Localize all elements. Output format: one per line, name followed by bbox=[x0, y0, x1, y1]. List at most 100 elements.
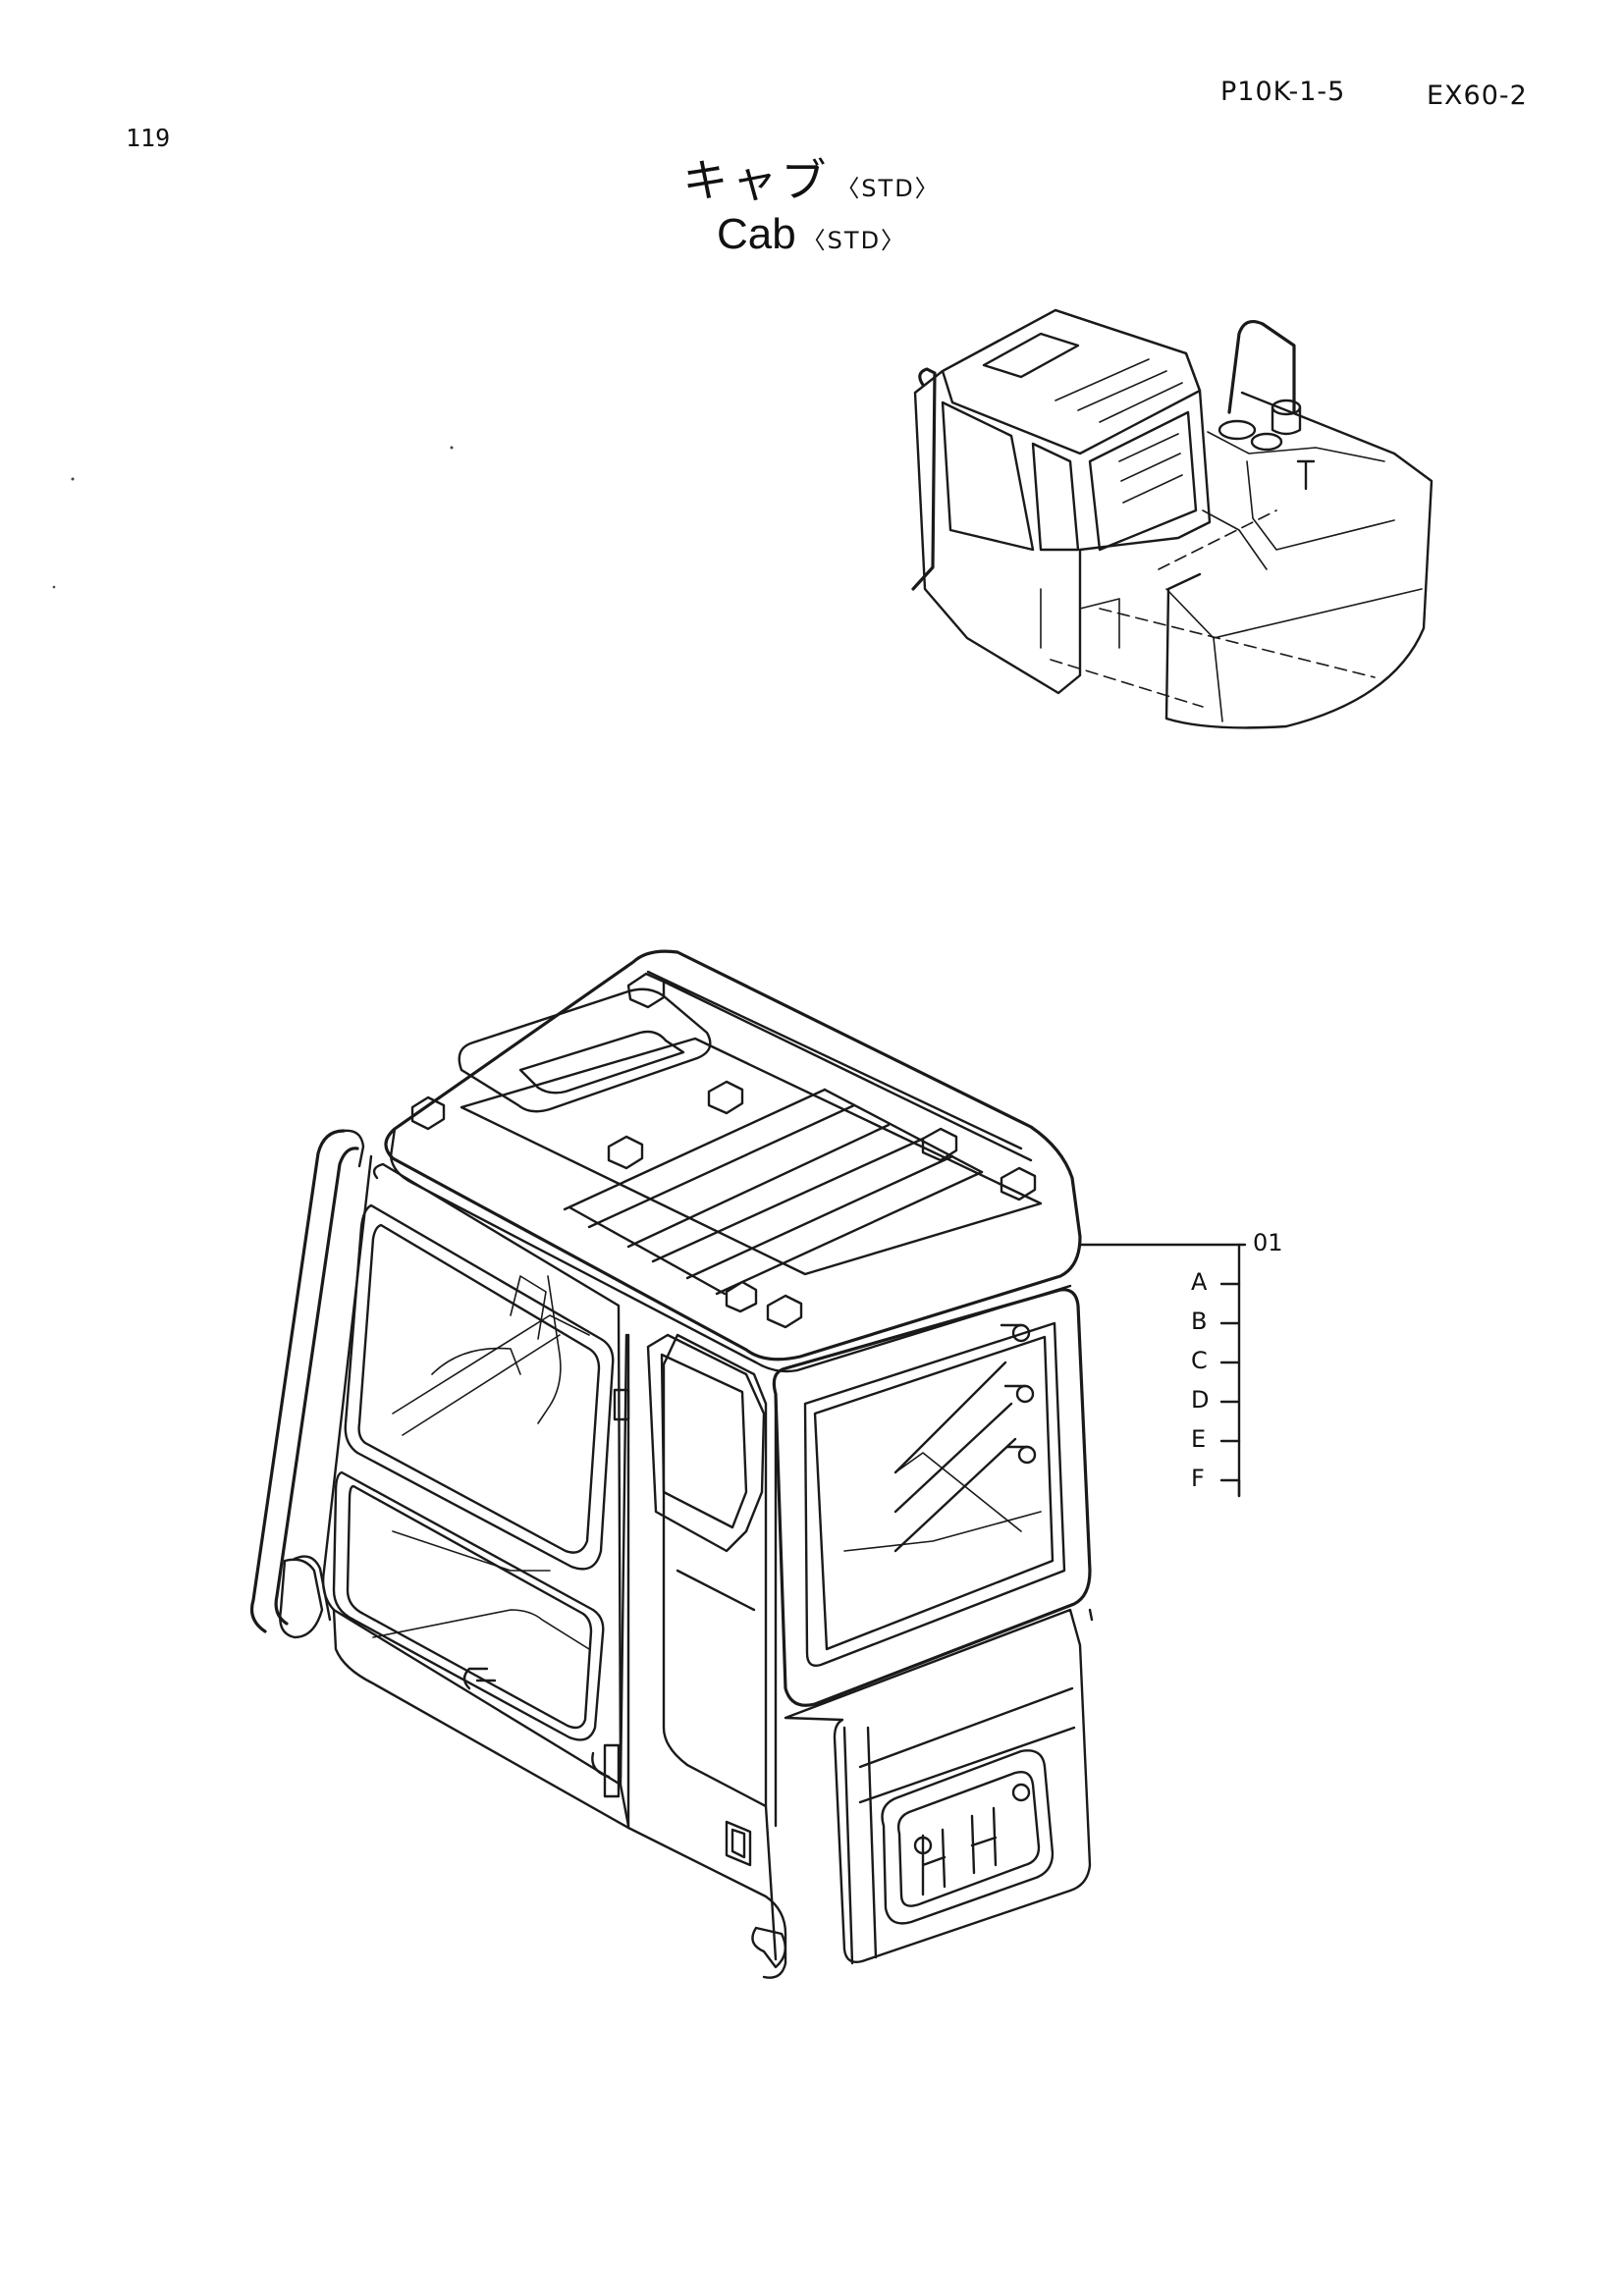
grille-bolt bbox=[913, 1836, 933, 1855]
deck-plate-edge bbox=[1246, 460, 1395, 551]
counterweight-edge bbox=[1213, 637, 1223, 722]
roof-clip bbox=[1000, 1166, 1037, 1201]
interior-floor-edge bbox=[392, 1530, 551, 1572]
handrail-bottom-bracket bbox=[279, 1558, 324, 1639]
callout-tick-f bbox=[1219, 1478, 1241, 1498]
front-windshield-glass bbox=[813, 1335, 1055, 1651]
interior-steering bbox=[431, 1347, 521, 1375]
door-lower-window-outer bbox=[332, 1470, 605, 1741]
roof-rib-ends bbox=[568, 1088, 984, 1296]
callout-label-c: C bbox=[1191, 1347, 1208, 1374]
door-frame-outer bbox=[372, 1162, 622, 1779]
front-lower-pillar bbox=[842, 1726, 878, 1965]
grille-bolt bbox=[1011, 1783, 1031, 1802]
callout-label-b: B bbox=[1191, 1308, 1208, 1335]
door-hinge bbox=[603, 1743, 621, 1798]
interior-console bbox=[894, 1452, 1022, 1532]
door-latch bbox=[293, 1555, 332, 1622]
overview-cap bbox=[1271, 405, 1302, 436]
overview-side-window bbox=[1031, 442, 1080, 552]
title-en-text: Cab bbox=[716, 210, 796, 258]
overview-roof-ribs bbox=[1055, 358, 1183, 423]
roof-clip bbox=[766, 1294, 803, 1329]
door-lower-window-inner bbox=[346, 1484, 593, 1730]
front-frame-edge bbox=[1088, 1608, 1094, 1622]
cab-side-nameplate-inner bbox=[730, 1828, 746, 1859]
roof-side-rail bbox=[646, 970, 1033, 1162]
title-en-variant: 〈STD〉 bbox=[801, 227, 907, 254]
front-grille-pattern bbox=[921, 1806, 998, 1896]
front-lower-panel bbox=[784, 1608, 1092, 1963]
overview-door-window bbox=[941, 400, 1035, 552]
window-latch bbox=[1017, 1445, 1037, 1465]
cab-left-side-base bbox=[332, 1608, 630, 1830]
interior-lever bbox=[510, 1275, 547, 1340]
roof-clip bbox=[410, 1095, 446, 1131]
figure-code: P10K-1-5 bbox=[1220, 77, 1346, 107]
cab-corner-mount bbox=[751, 1926, 787, 1969]
roof-clip bbox=[607, 1135, 644, 1170]
front-lower-grooves bbox=[858, 1686, 1076, 1804]
front-grille-inner bbox=[896, 1771, 1041, 1907]
title-ja-variant: 〈STD〉 bbox=[836, 175, 941, 202]
title-ja-text: キャブ bbox=[682, 154, 831, 207]
cab-left-side-bottom bbox=[619, 1783, 630, 1828]
door-handle bbox=[462, 1667, 497, 1690]
counterweight-edge bbox=[1165, 588, 1423, 639]
deck-plate-edge bbox=[1202, 509, 1268, 570]
overview-lever bbox=[1296, 459, 1316, 491]
overview-window-rails bbox=[1118, 433, 1183, 504]
handrail-top-bracket bbox=[342, 1129, 365, 1168]
counterweight-outline bbox=[1164, 391, 1434, 729]
front-grille-outer bbox=[881, 1749, 1055, 1925]
roof-clip bbox=[626, 972, 666, 1009]
roof-ribs bbox=[563, 1088, 984, 1296]
scan-speck bbox=[450, 446, 454, 450]
roof-hatch-glass bbox=[518, 1030, 685, 1095]
door-upper-window-outer bbox=[344, 1203, 615, 1571]
title-japanese: キャブ〈STD〉 bbox=[0, 145, 1623, 210]
callout-label-d: D bbox=[1191, 1386, 1210, 1414]
scan-speck bbox=[71, 477, 75, 481]
overview-cab-panel bbox=[1040, 588, 1120, 649]
callout-label-a: A bbox=[1191, 1268, 1208, 1296]
scan-speck bbox=[52, 585, 56, 589]
overview-front-window bbox=[1088, 410, 1198, 552]
interior-lever bbox=[537, 1275, 562, 1424]
cab-assembly-drawing bbox=[249, 949, 1247, 1979]
interior-frame bbox=[392, 1314, 590, 1436]
overview-cab-handrail bbox=[911, 367, 937, 591]
overview-cab-body bbox=[913, 308, 1212, 695]
page-number: 119 bbox=[126, 124, 171, 152]
overview-cab-roof bbox=[941, 308, 1202, 455]
interior-floor-edge bbox=[843, 1511, 1042, 1552]
front-windshield-frame bbox=[803, 1321, 1066, 1667]
locator-dashed-line bbox=[1099, 608, 1376, 678]
overview-roof-window bbox=[982, 332, 1080, 379]
roof-clip bbox=[921, 1127, 958, 1162]
cab-roof-lower-edge bbox=[389, 1127, 1072, 1373]
roof-clip bbox=[707, 1080, 744, 1115]
callout-label-f: F bbox=[1191, 1465, 1205, 1492]
side-panel-line bbox=[676, 1569, 756, 1612]
window-latch-arms bbox=[1000, 1323, 1029, 1449]
cab-corner-edge bbox=[764, 1804, 778, 1961]
front-window-rails bbox=[893, 1361, 1017, 1553]
deck-plate-edge bbox=[1207, 431, 1385, 462]
locator-dashed-line bbox=[1158, 509, 1277, 570]
callout-label-e: E bbox=[1191, 1425, 1207, 1453]
machine-overview-illustration bbox=[911, 308, 1434, 729]
cab-bottom-edge bbox=[626, 1826, 787, 1979]
overview-cap bbox=[1250, 432, 1283, 452]
side-window-frame bbox=[646, 1333, 766, 1553]
door-upper-window-inner bbox=[357, 1223, 601, 1554]
overview-cap bbox=[1217, 419, 1257, 441]
side-window-glass bbox=[660, 1353, 748, 1529]
title-english: Cab〈STD〉 bbox=[0, 210, 1623, 259]
interior-floor-edge bbox=[372, 1609, 590, 1650]
roof-hatch-frame bbox=[458, 988, 712, 1113]
overview-handrail bbox=[1227, 320, 1296, 414]
cab-step bbox=[591, 1751, 611, 1779]
roof-clip bbox=[725, 1280, 758, 1313]
